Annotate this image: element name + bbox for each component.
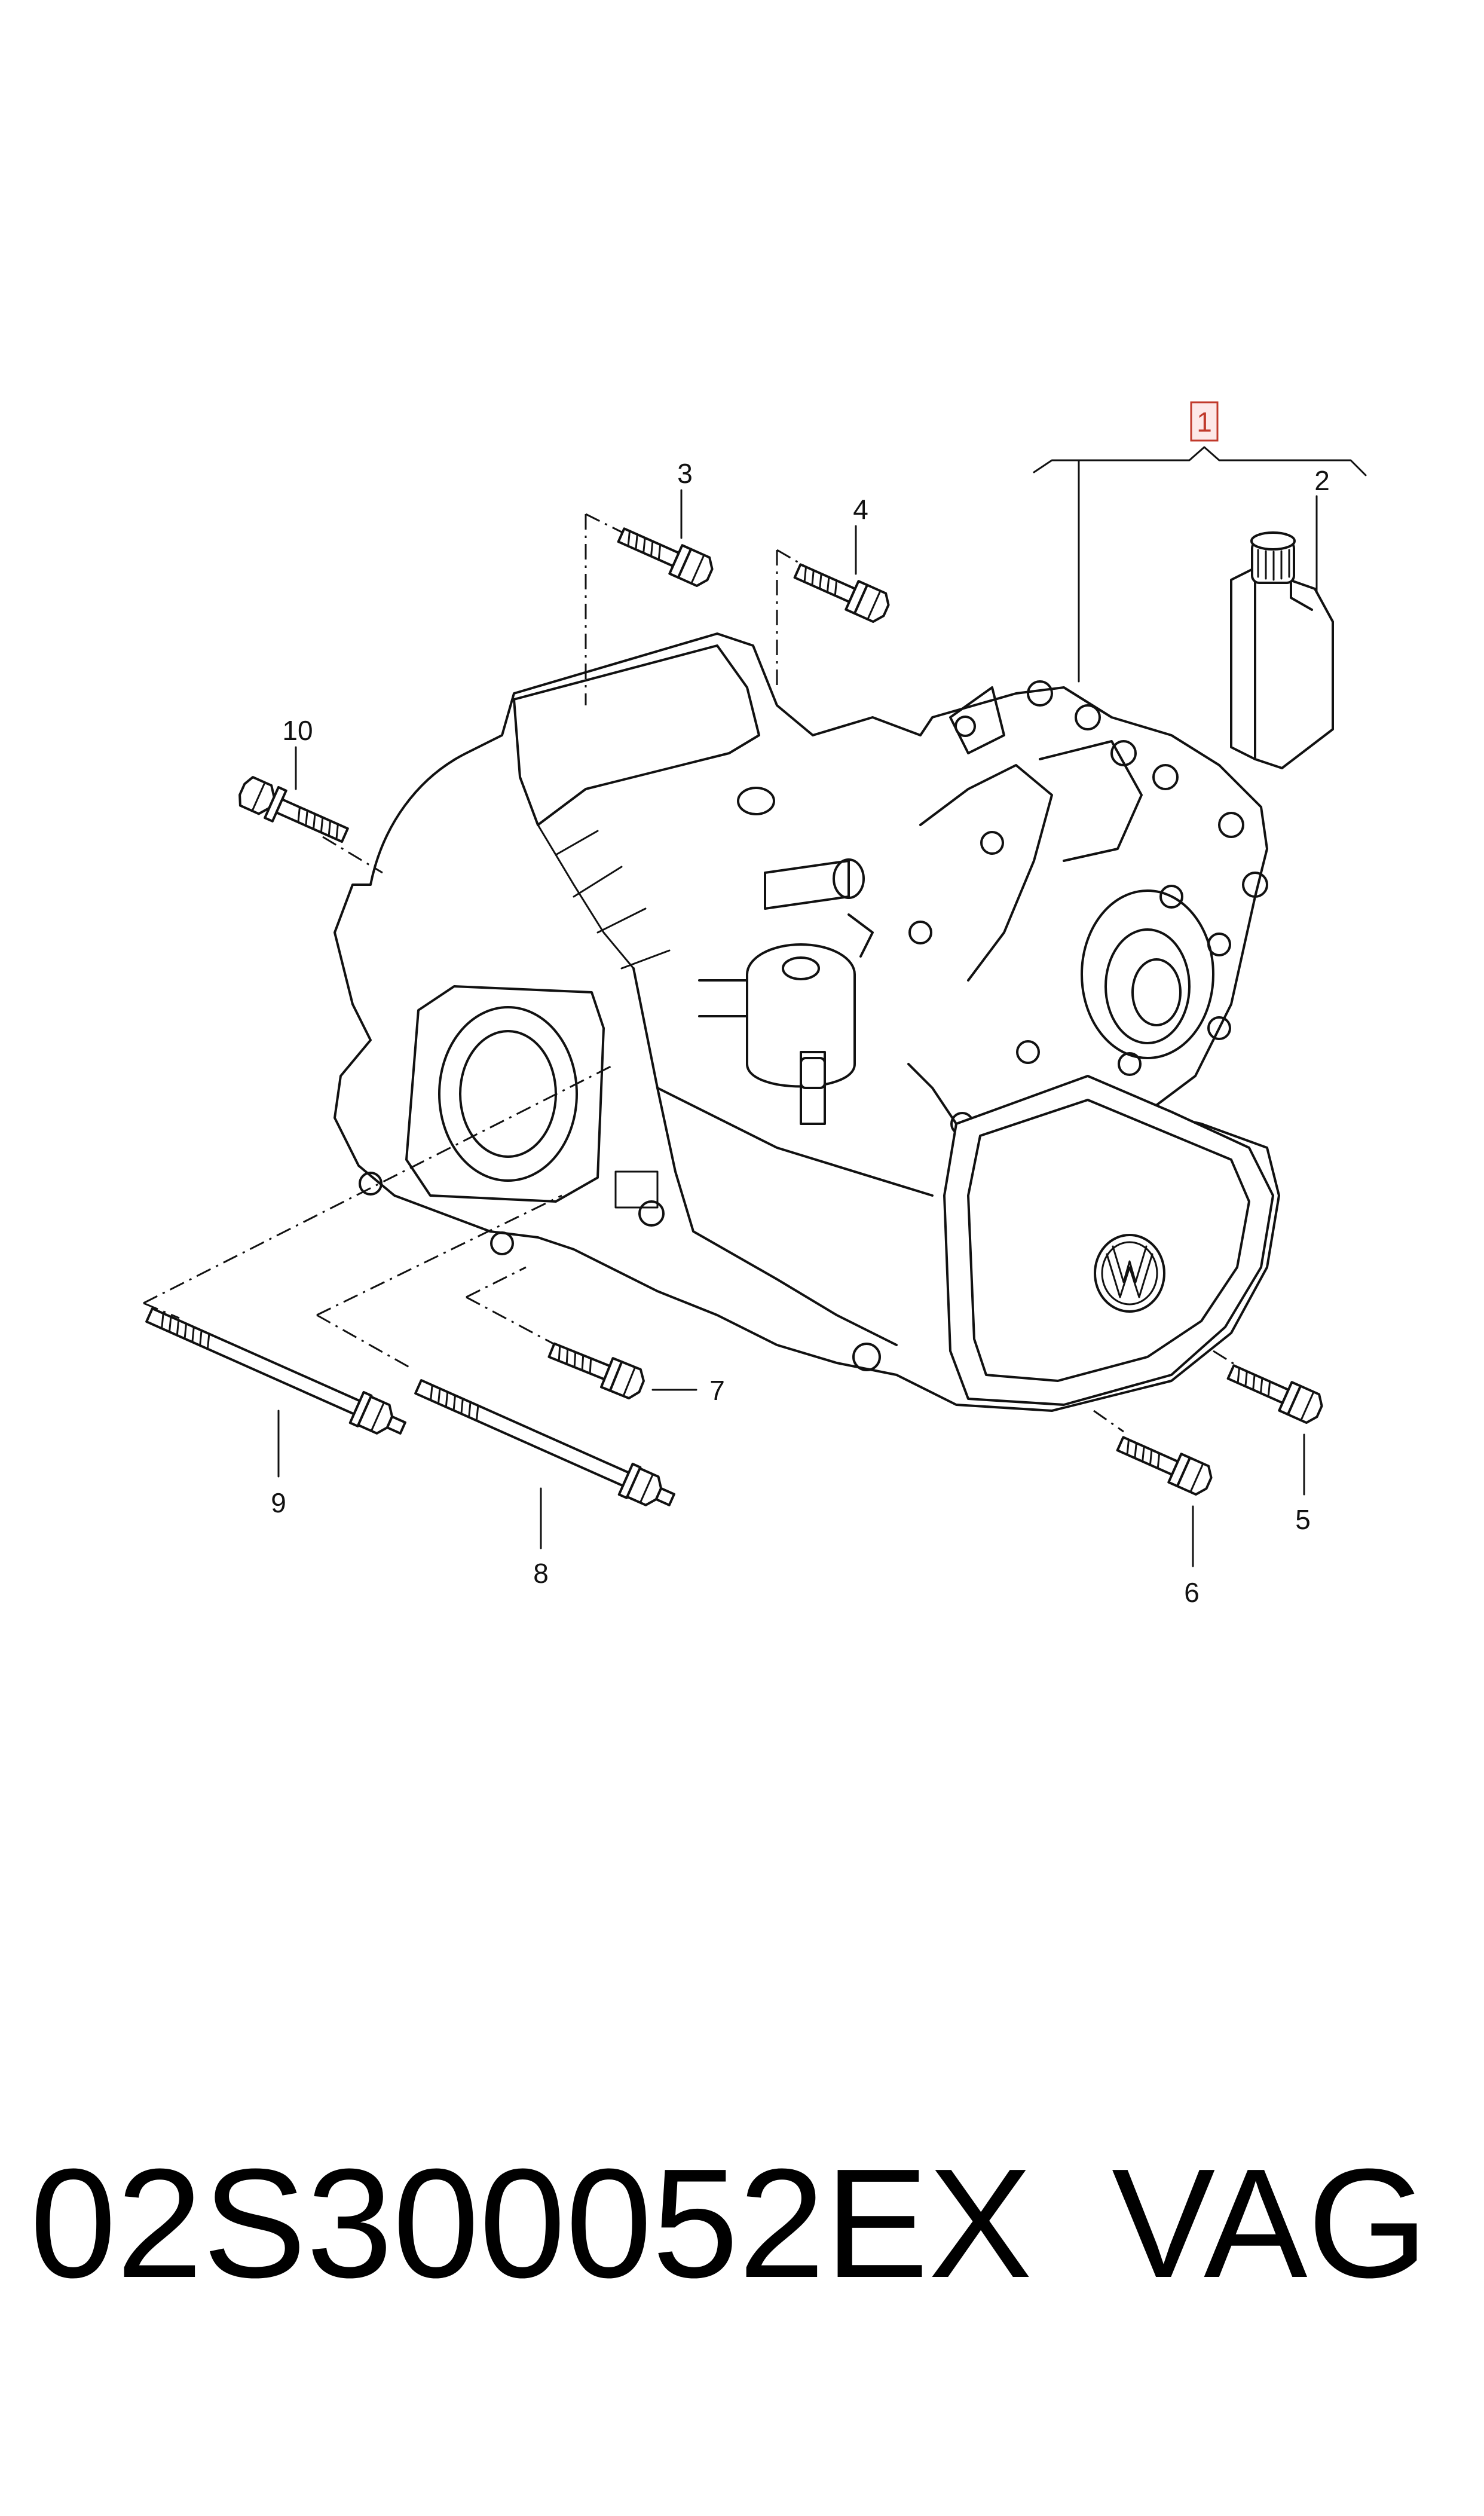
bolt-6 [1116, 1436, 1213, 1496]
bolt-5 [1226, 1364, 1323, 1424]
callout-2-label[interactable]: 2 [1314, 465, 1330, 496]
vw-logo [1094, 1234, 1165, 1313]
bolt-8 [414, 1379, 675, 1506]
part-number: 02S300052EX [30, 2137, 1033, 2310]
callout-1-highlight-box [1190, 401, 1219, 442]
brand-label: VAG [1112, 2137, 1428, 2310]
callout-1-label: 1 [1197, 406, 1212, 438]
footer: 02S300052EX VAG [0, 2128, 1484, 2319]
callout-9-label[interactable]: 9 [271, 1487, 286, 1518]
bolt-10 [238, 776, 349, 843]
bolt-3 [617, 527, 714, 588]
callout-7-label[interactable]: 7 [709, 1375, 725, 1406]
callout-4-label[interactable]: 4 [853, 494, 868, 525]
oil-bottle [1230, 531, 1334, 769]
bolt-7 [547, 1342, 645, 1400]
callout-10-label[interactable]: 10 [282, 715, 313, 746]
bolt-9 [145, 1307, 406, 1435]
callout-5-label[interactable]: 5 [1295, 1504, 1311, 1535]
callout-1[interactable]: 1 [1190, 401, 1219, 442]
callout-3-label[interactable]: 3 [677, 458, 693, 489]
callout-6-label[interactable]: 6 [1184, 1577, 1200, 1608]
gearbox-housing [333, 632, 1280, 1412]
callout-8-label[interactable]: 8 [533, 1558, 549, 1589]
leader-lines [143, 446, 1367, 1567]
bolt-4 [793, 563, 890, 623]
